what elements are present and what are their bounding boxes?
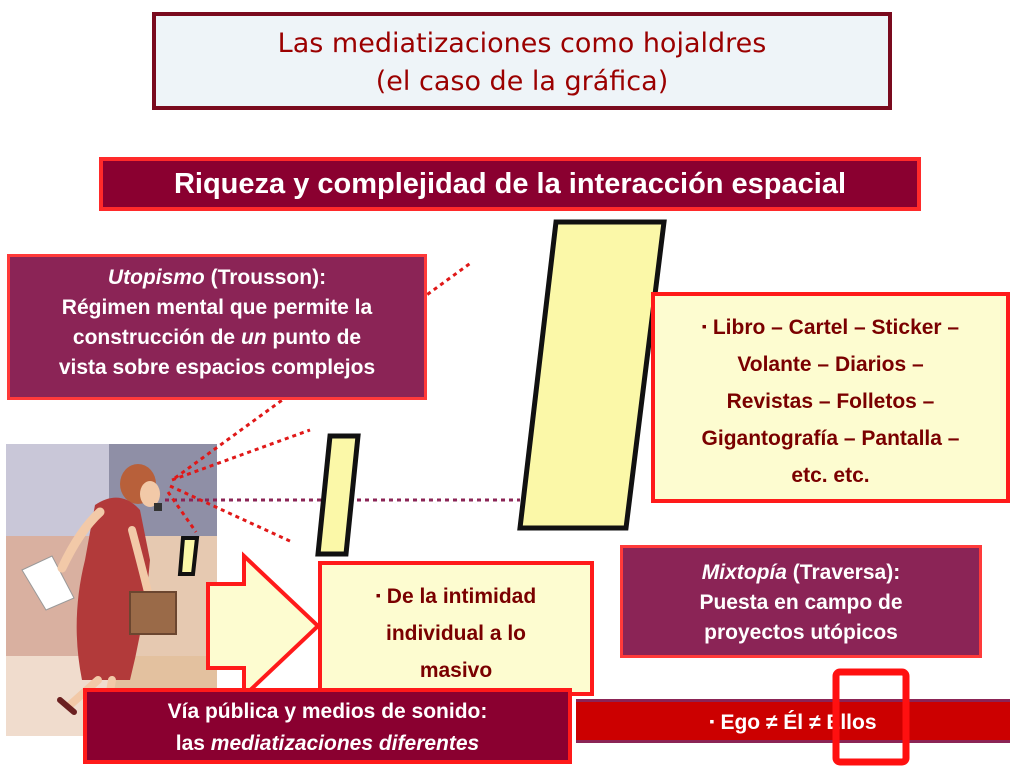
utopismo-line-3-emphasis: un bbox=[240, 326, 267, 349]
via-publica-line-2-emphasis: mediatizaciones diferentes bbox=[210, 732, 480, 755]
utopismo-heading: Utopismo (Trousson): bbox=[10, 263, 424, 293]
ego-line-text: Ego ≠ Él ≠ Ellos bbox=[720, 711, 877, 734]
title-line-1: Las mediatizaciones como hojaldres bbox=[277, 28, 767, 59]
utopismo-line-4: vista sobre espacios complejos bbox=[58, 356, 376, 379]
utopismo-line-3: construcción de un punto de bbox=[10, 323, 424, 353]
via-publica-line-2-pre: las bbox=[175, 732, 211, 755]
intimidad-line-1: ▪ De la intimidad bbox=[332, 577, 580, 615]
bullet-icon: ▪ bbox=[709, 713, 715, 729]
intimidad-line-3: masivo bbox=[419, 659, 493, 682]
utopismo-line-2: Régimen mental que permite la bbox=[61, 296, 373, 319]
utopismo-definition-box: Utopismo (Trousson): Régimen mental que … bbox=[7, 254, 427, 400]
slide-subtitle: Riqueza y complejidad de la interacción … bbox=[99, 157, 921, 211]
tiny-yellow-panel bbox=[177, 536, 200, 576]
subtitle-text: Riqueza y complejidad de la interacción … bbox=[173, 168, 847, 200]
title-line-2: (el caso de la gráfica) bbox=[375, 66, 669, 97]
utopismo-term: Utopismo bbox=[107, 266, 205, 289]
ego-line-bar: ▪ Ego ≠ Él ≠ Ellos bbox=[576, 699, 1010, 743]
slide-title: Las mediatizaciones como hojaldres (el c… bbox=[152, 12, 892, 110]
small-yellow-panel bbox=[315, 433, 361, 557]
utopismo-author: (Trousson): bbox=[204, 266, 327, 289]
media-list-box: ▪ Libro – Cartel – Sticker – Volante – Di… bbox=[651, 292, 1010, 503]
large-yellow-panel bbox=[517, 219, 667, 531]
intimidad-line-1-text: De la intimidad bbox=[386, 585, 537, 608]
media-list-line-1-text: Libro – Cartel – Sticker – bbox=[712, 316, 960, 339]
bullet-icon: ▪ bbox=[375, 587, 381, 603]
right-arrow bbox=[206, 551, 321, 701]
mixtopia-line-2: Puesta en campo de bbox=[699, 591, 903, 614]
mixtopia-author: (Traversa): bbox=[786, 561, 901, 584]
bullet-icon: ▪ bbox=[701, 318, 707, 334]
via-publica-line-1: Vía pública y medios de sonido: bbox=[167, 700, 488, 723]
mixtopia-term: Mixtopía bbox=[701, 561, 787, 584]
utopismo-line-3-post: punto de bbox=[266, 326, 362, 349]
mixtopia-definition-box: Mixtopía (Traversa): Puesta en campo de … bbox=[620, 545, 982, 658]
intimidad-box: ▪ De la intimidad individual a lo masivo bbox=[318, 561, 594, 696]
mixtopia-heading: Mixtopía (Traversa): bbox=[623, 558, 979, 588]
media-list-line-5: etc. etc. bbox=[791, 464, 870, 487]
utopismo-line-3-pre: construcción de bbox=[72, 326, 241, 349]
intimidad-line-2: individual a lo bbox=[385, 622, 527, 645]
mixtopia-line-3: proyectos utópicos bbox=[704, 621, 898, 644]
via-publica-box: Vía pública y medios de sonido: las medi… bbox=[83, 688, 572, 764]
media-list-line-1: ▪ Libro – Cartel – Sticker – bbox=[663, 308, 998, 346]
media-list-line-3: Revistas – Folletos – bbox=[726, 390, 935, 413]
media-list-line-4: Gigantografía – Pantalla – bbox=[701, 427, 960, 450]
media-list-line-2: Volante – Diarios – bbox=[737, 353, 924, 376]
via-publica-line-2: las mediatizaciones diferentes bbox=[87, 728, 568, 760]
